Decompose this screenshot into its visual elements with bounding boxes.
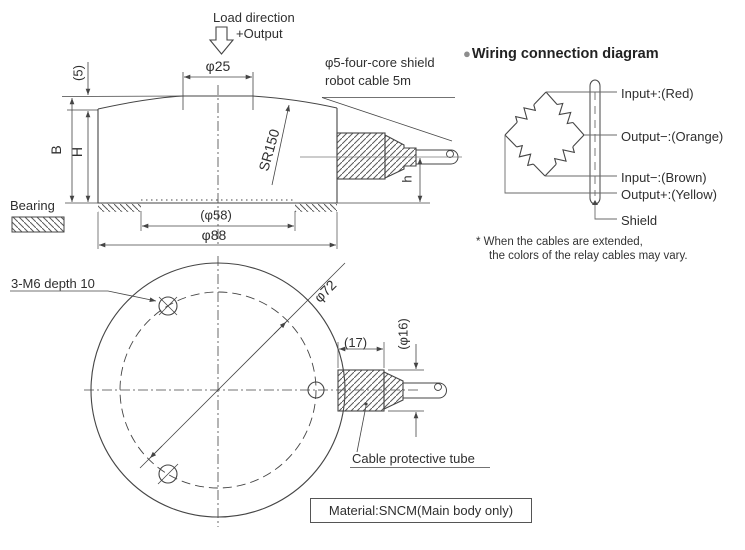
terminal-output-plus: Output+:(Yellow) xyxy=(621,187,717,202)
dim-phi88: φ88 xyxy=(201,227,227,243)
top-view xyxy=(10,256,490,527)
bolt-hole-right xyxy=(307,381,325,399)
wiring-note-line2: the colors of the relay cables may vary. xyxy=(489,250,688,262)
dim-h: h xyxy=(399,175,415,183)
dim-17: (17) xyxy=(344,335,368,350)
terminal-input-minus: Input−:(Brown) xyxy=(621,170,707,185)
bearing-legend xyxy=(11,216,65,233)
side-view xyxy=(61,26,462,249)
material-note-box: Material:SNCM(Main body only) xyxy=(310,498,532,523)
terminal-output-minus: Output−:(Orange) xyxy=(621,129,724,144)
load-output-label: +Output xyxy=(236,26,283,41)
bolt-holes-label: 3-M6 depth 10 xyxy=(11,276,95,291)
bearing-label: Bearing xyxy=(10,198,55,213)
dim-phi58: (φ58) xyxy=(200,207,232,223)
load-direction-label: Load direction xyxy=(213,10,295,25)
wiring-title: ●Wiring connection diagram xyxy=(463,46,659,62)
dim-phi25: φ25 xyxy=(205,58,231,74)
cable-tube-label: Cable protective tube xyxy=(352,451,475,466)
terminal-input-plus: Input+:(Red) xyxy=(621,86,694,101)
dim-5: (5) xyxy=(70,65,86,81)
wiring-title-text: Wiring connection diagram xyxy=(471,46,659,62)
cable-spec-line1: φ5-four-core shield xyxy=(325,55,435,70)
terminal-shield: Shield xyxy=(621,213,658,228)
bolt-hole-bottom-left xyxy=(157,463,179,485)
bolt-hole-top-left xyxy=(158,296,178,316)
material-note-text: Material:SNCM(Main body only) xyxy=(328,503,514,518)
wiring-diagram xyxy=(504,79,617,220)
dim-phi16: (φ16) xyxy=(395,318,411,350)
cable-spec-line2: robot cable 5m xyxy=(325,73,411,88)
bullet-icon: ● xyxy=(463,46,471,61)
dim-H: H xyxy=(69,146,85,158)
wiring-note-line1: * When the cables are extended, xyxy=(476,236,643,248)
dim-B: B xyxy=(48,145,64,155)
